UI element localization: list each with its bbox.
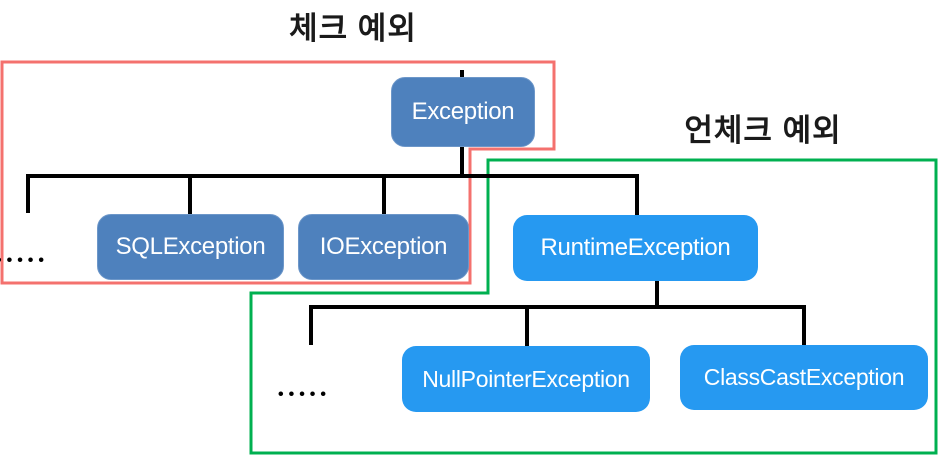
node-nullpointerexception: NullPointerException (402, 346, 650, 412)
checked-group-title: 체크 예외 (289, 11, 417, 46)
unchecked-group-title: 언체크 예외 (684, 113, 842, 148)
checked-group-outline (0, 60, 556, 285)
node-runtimeexception: RuntimeException (513, 215, 758, 281)
ellipsis-unchecked-others: ••••• (278, 386, 332, 403)
ellipsis-checked-others: ••••• (0, 252, 50, 269)
node-classcastexception: ClassCastException (680, 345, 928, 410)
unchecked-group-outline (249, 158, 938, 455)
node-ioexception: IOException (298, 214, 469, 280)
node-exception: Exception (391, 77, 535, 147)
node-sqlexception: SQLException (97, 214, 284, 280)
